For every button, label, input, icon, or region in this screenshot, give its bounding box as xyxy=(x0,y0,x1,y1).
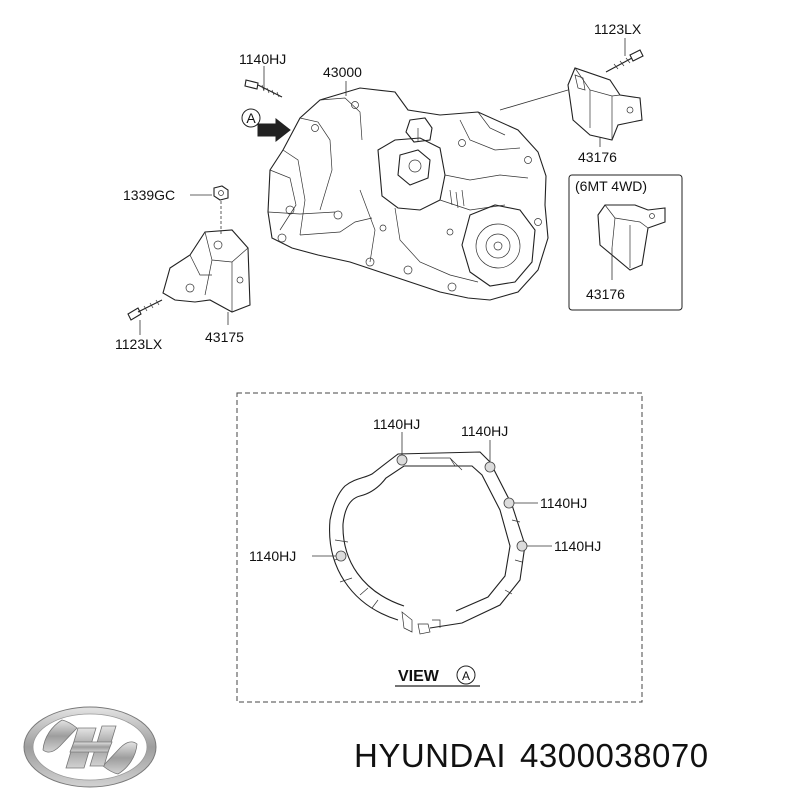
engine-mount-bracket-43176-variant xyxy=(597,204,666,271)
hyundai-logo-icon xyxy=(23,706,157,788)
view-title: VIEW xyxy=(398,668,440,685)
view-direction-arrow-icon xyxy=(257,117,291,143)
view-title-marker: A xyxy=(462,669,470,683)
footer-brand-part-number: HYUNDAI 4300038070 xyxy=(354,737,709,775)
label-bolt-1140hj: 1140HJ xyxy=(239,51,286,67)
view-a-leaders xyxy=(312,432,552,557)
transaxle-assembly xyxy=(267,87,549,301)
part-number: 4300038070 xyxy=(520,737,709,774)
view-label-bolt-1: 1140HJ xyxy=(373,416,420,432)
engine-mount-bracket-43176 xyxy=(567,67,643,141)
bolt-1123lx-bottom xyxy=(127,299,163,321)
brand-name: HYUNDAI xyxy=(354,737,507,774)
leader-bracket-to-transaxle xyxy=(499,89,569,111)
view-label-bolt-3: 1140HJ xyxy=(540,495,587,511)
label-bolt-1123lx-top: 1123LX xyxy=(594,21,642,37)
bolt-1140hj xyxy=(244,66,283,98)
view-marker-label: A xyxy=(246,110,256,126)
view-label-bolt-2: 1140HJ xyxy=(461,423,508,439)
housing-flange-outline xyxy=(329,451,526,635)
label-bracket-43175: 43175 xyxy=(205,329,244,345)
label-nut-1339gc: 1339GC xyxy=(123,187,175,203)
bolt-1123lx-top xyxy=(605,38,644,73)
view-title-marker-circle xyxy=(456,665,476,685)
flange-bolt-holes xyxy=(335,454,528,562)
engine-mount-bracket-43175 xyxy=(162,229,251,313)
variant-box-title: (6MT 4WD) xyxy=(575,178,647,194)
view-a-detail-box xyxy=(236,392,643,703)
nut-1339gc xyxy=(213,185,229,201)
variant-box-6mt-4wd xyxy=(568,174,683,311)
label-bolt-1123lx-bottom: 1123LX xyxy=(115,336,163,352)
view-label-bolt-5: 1140HJ xyxy=(249,548,296,564)
label-bracket-43176-variant: 43176 xyxy=(586,286,625,302)
label-bracket-43176: 43176 xyxy=(578,149,617,165)
view-marker-circle: A xyxy=(241,108,261,128)
view-label-bolt-4: 1140HJ xyxy=(554,538,601,554)
label-transaxle-43000: 43000 xyxy=(323,64,362,80)
